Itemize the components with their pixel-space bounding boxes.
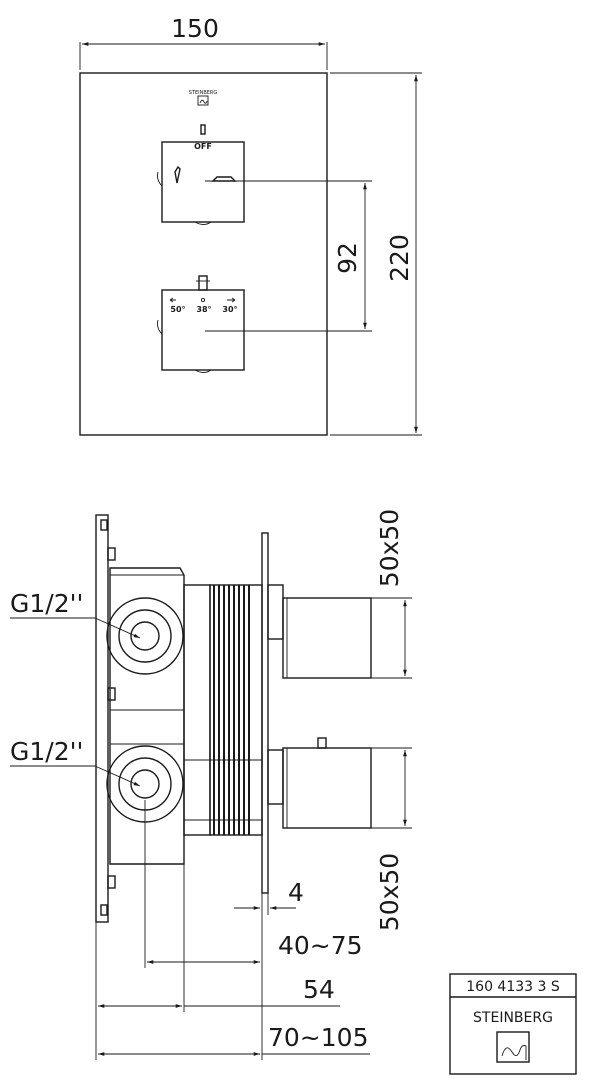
temp-label-left: 50°: [170, 305, 185, 314]
off-label: OFF: [194, 142, 212, 151]
article-number: 160 4133 3 S: [466, 979, 560, 995]
bracket-tab-bottom: [100, 904, 108, 916]
temp-label-right: 30°: [222, 305, 237, 314]
knob-edge-left: [157, 171, 163, 187]
hand-shower-icon: [174, 165, 181, 184]
bracket-screw-2: [107, 687, 116, 701]
thermostat-knob: [161, 289, 245, 371]
thermostat-edge-bottom: [194, 369, 212, 373]
brand-name: STEINBERG: [473, 1010, 553, 1026]
adapter-housing: [183, 584, 211, 836]
cover-plate-side: [261, 532, 269, 894]
height-dimension-label: 220: [385, 234, 414, 282]
thermostat-knob-side: [282, 747, 372, 829]
knob-spacer-bottom: [267, 749, 284, 805]
brand-logo-swirl-icon: [501, 1045, 527, 1060]
connection-bottom-bore: [130, 769, 160, 799]
front-view: 150 STEINBERG OFF 92 220 50° 3: [79, 14, 422, 436]
bracket-screw-3: [107, 875, 116, 889]
connection-top-leader: [94, 617, 141, 639]
bracket-screw-1: [107, 547, 116, 561]
depth2-dimension-label: 54: [303, 975, 335, 1004]
diverter-knob-side: [282, 597, 372, 679]
side-view: G1/2'' G1/2'': [10, 509, 412, 1060]
bracket-tab-top: [100, 519, 108, 531]
cover-plate: [79, 72, 328, 436]
thermostat-stem: [198, 275, 208, 291]
center-dot-icon: [200, 297, 206, 303]
connection-bottom-leader: [94, 765, 141, 787]
brand-logo-icon: [496, 1031, 530, 1063]
knob-bottom-dimension-label: 50x50: [375, 853, 404, 931]
thermostat-edge-left: [157, 319, 163, 335]
diverter-knob: [161, 141, 245, 223]
connection-top-outer: [106, 597, 184, 675]
spacing-dimension-label: 92: [333, 242, 362, 274]
title-block-frame: [449, 973, 577, 1075]
depth1-dimension-label: 40~75: [278, 931, 363, 960]
thermostat-stem-side: [317, 737, 327, 749]
knob-top-dimension-label: 50x50: [375, 509, 404, 587]
width-dimension-label: 150: [171, 14, 219, 43]
connection-top-label: G1/2'': [10, 589, 83, 618]
arrow-right-icon: [227, 297, 236, 303]
sleeve-ribbing: [213, 585, 250, 835]
title-block: 160 4133 3 S STEINBERG: [449, 973, 577, 1075]
connection-bottom-label: G1/2'': [10, 737, 83, 766]
extension-sleeve: [209, 584, 263, 836]
off-indicator-icon: [200, 124, 206, 135]
valve-body: [109, 567, 185, 865]
overhead-shower-icon: [211, 176, 237, 182]
logo-mark-icon: [197, 95, 209, 106]
knob-edge-bottom: [194, 221, 212, 225]
logo-text: STEINBERG: [189, 90, 218, 96]
plate-dimension-label: 4: [288, 878, 304, 907]
knob-spacer-top: [267, 584, 284, 640]
temp-label-center: 38°: [196, 305, 211, 314]
arrow-left-icon: [169, 297, 176, 303]
depth3-dimension-label: 70~105: [268, 1023, 368, 1052]
logo-swirl-icon: [199, 99, 208, 104]
connection-top-bore: [130, 621, 160, 651]
mounting-bracket: [95, 514, 109, 923]
connection-top-thread: [118, 609, 172, 663]
